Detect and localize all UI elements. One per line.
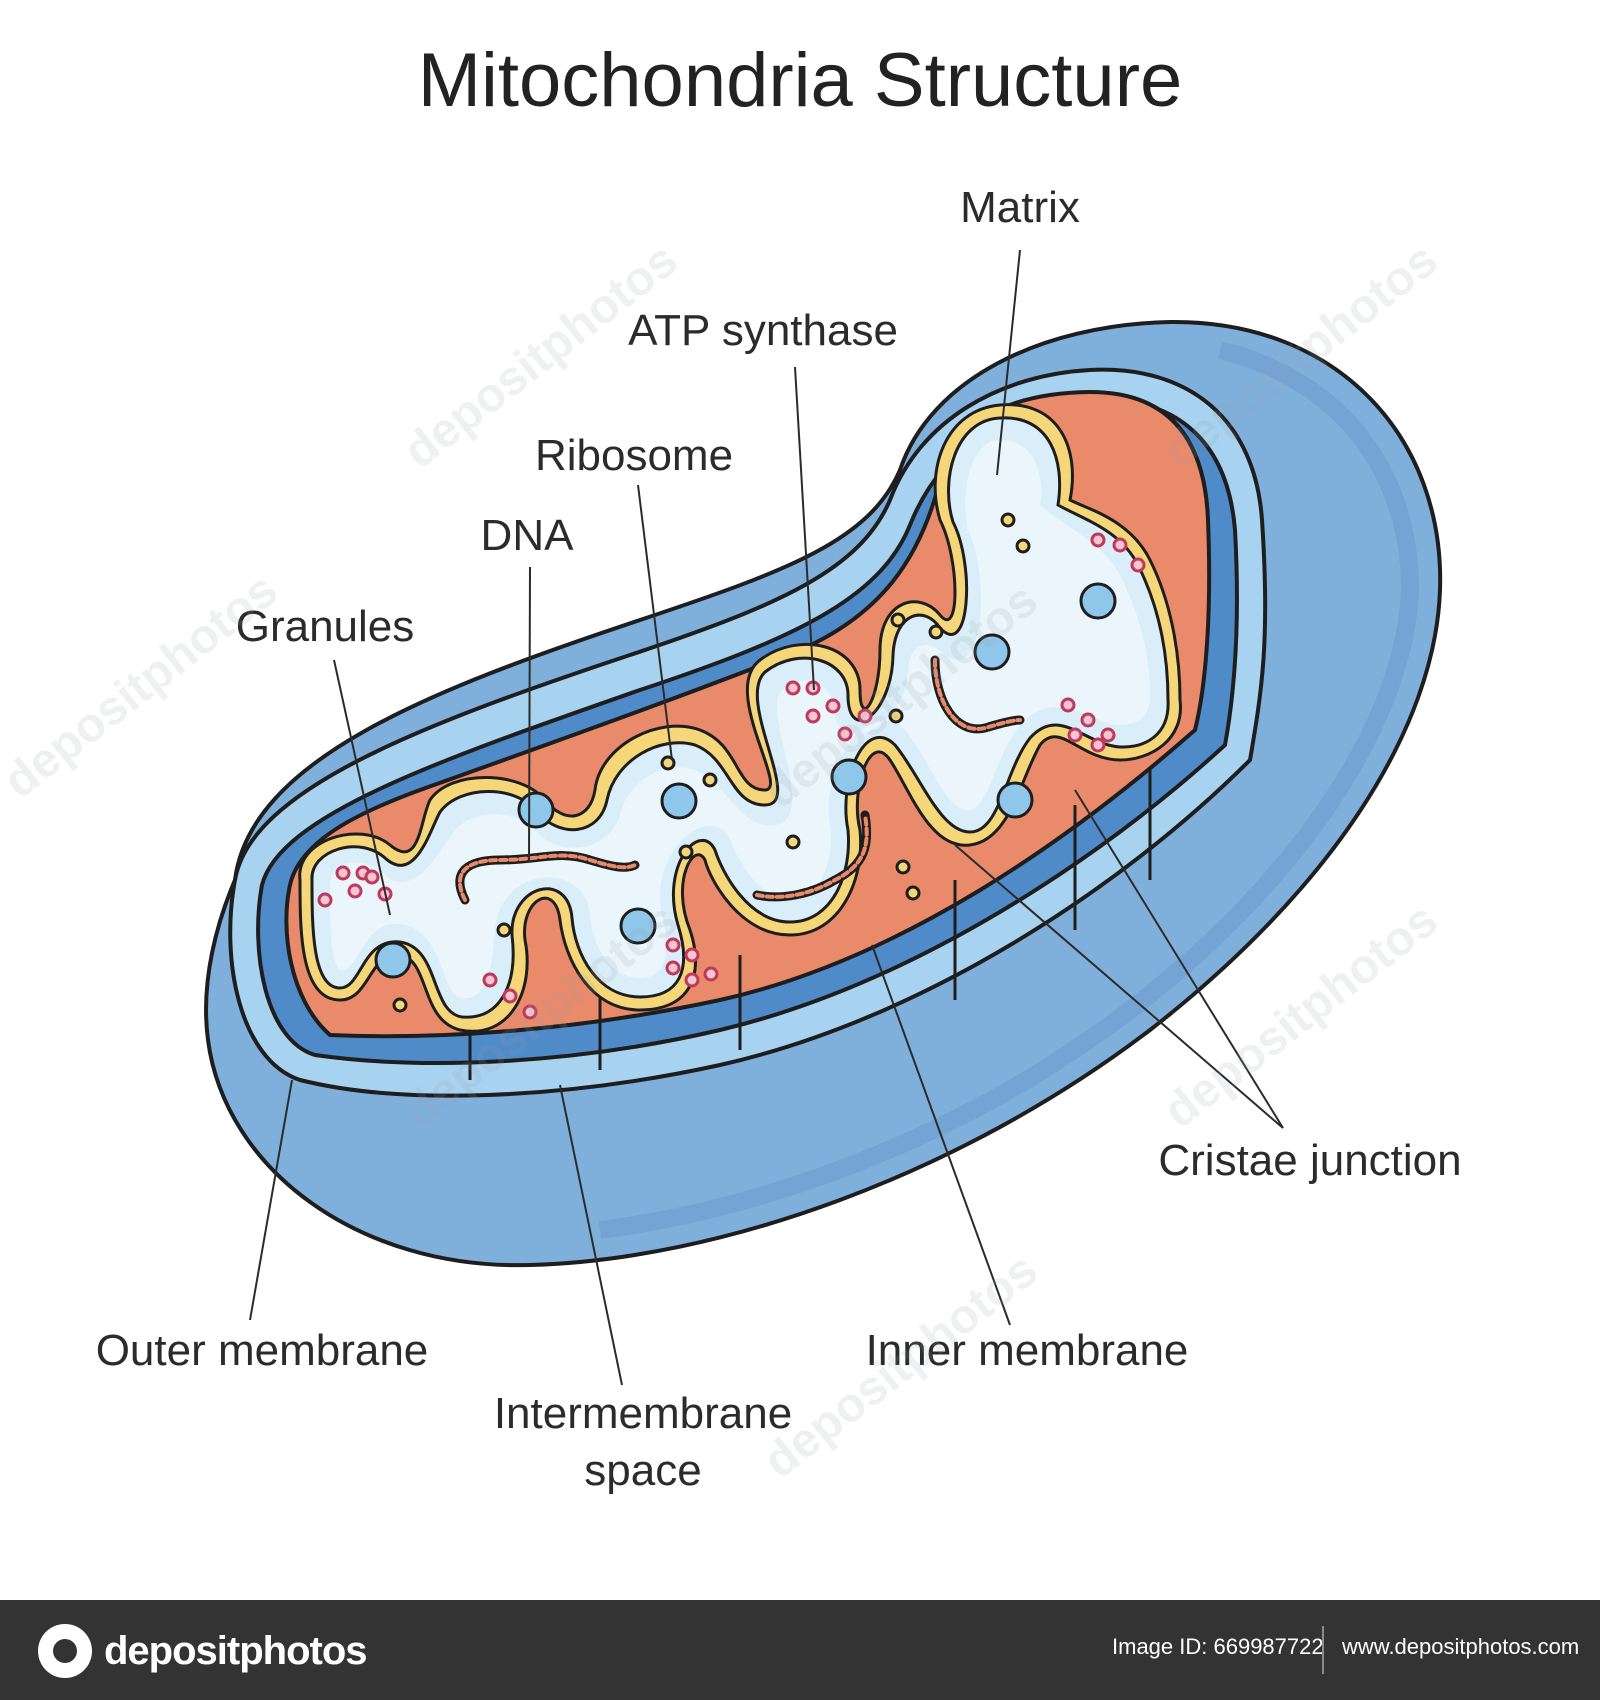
yellow-granules [392, 512, 1031, 1013]
footer-bar: depositphotos Image ID: 669987722 www.de… [0, 1600, 1600, 1700]
label-cristae-junction: Cristae junction [1158, 1136, 1461, 1185]
leader-outer-membrane [249, 1079, 293, 1321]
label-intermembrane-line1: Intermembrane [494, 1389, 792, 1438]
footer-separator [1322, 1626, 1324, 1674]
watermark-6: depositphotos [0, 563, 287, 808]
footer-image-id: Image ID: 669987722 [1112, 1634, 1324, 1659]
leader-cristae-1 [1074, 789, 1284, 1129]
footer-logo[interactable]: depositphotos [38, 1624, 368, 1678]
label-ribosome: Ribosome [535, 431, 733, 480]
label-intermembrane-line2: space [584, 1446, 701, 1495]
leader-atp-synthase [794, 366, 815, 691]
dna-strands-fill [458, 658, 1022, 902]
ribosomes [374, 582, 1117, 979]
granules [317, 532, 1146, 1020]
leader-cristae-2 [954, 844, 1284, 1129]
leader-matrix [996, 249, 1021, 476]
label-granules: Granules [236, 602, 415, 651]
label-dna: DNA [481, 511, 575, 560]
leader-ribosome [637, 484, 673, 761]
diagram-title: Mitochondria Structure [418, 38, 1183, 123]
label-matrix: Matrix [960, 183, 1080, 232]
footer-url[interactable]: www.depositphotos.com [1342, 1634, 1580, 1659]
label-outer-membrane: Outer membrane [96, 1326, 429, 1375]
outer-membrane-highlight [598, 341, 1420, 1239]
mitochondria-diagram: Mitochondria Structure [0, 38, 1462, 1495]
label-inner-membrane: Inner membrane [866, 1326, 1189, 1375]
leader-lines [249, 249, 1284, 1386]
leader-granules [333, 659, 391, 916]
cristae-fold-edges [468, 770, 1152, 1080]
leader-inner-membrane [871, 944, 1011, 1326]
depositphotos-logo-icon [38, 1624, 92, 1678]
label-atp-synthase: ATP synthase [628, 306, 898, 355]
leader-intermembrane [559, 1084, 623, 1386]
footer-logo-text: depositphotos [104, 1628, 368, 1673]
leader-dna [528, 566, 531, 863]
